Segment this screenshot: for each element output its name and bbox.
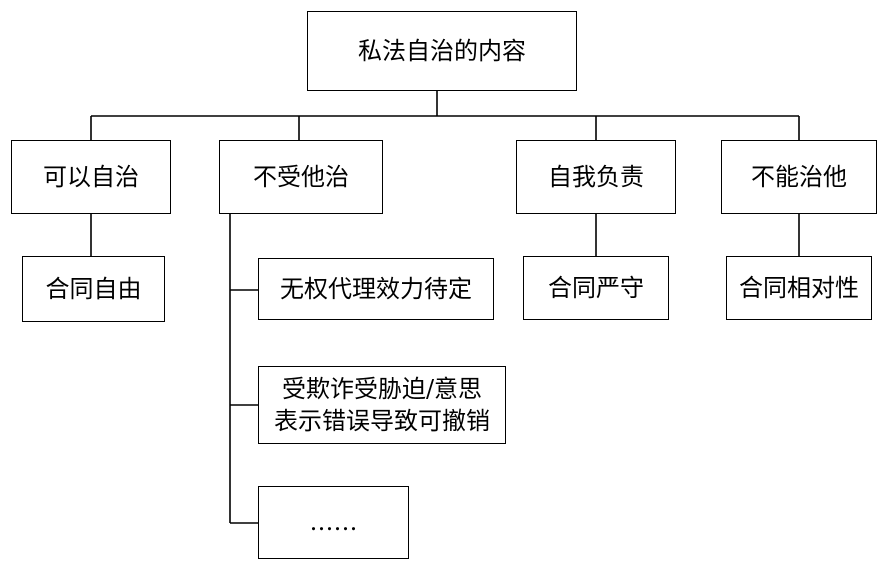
root-node: 私法自治的内容 — [307, 11, 577, 91]
child-label-ellipsis: …… — [309, 508, 358, 537]
branch-node-3: 自我负责 — [516, 140, 676, 214]
branch-label-3: 自我负责 — [548, 162, 644, 191]
child-node-privity: 合同相对性 — [726, 256, 872, 320]
branch-label-4: 不能治他 — [751, 162, 847, 191]
child-node-ellipsis: …… — [258, 486, 409, 559]
branch-node-2: 不受他治 — [219, 140, 383, 214]
child-label-contract-freedom: 合同自由 — [45, 274, 142, 303]
child-label-contract-binding: 合同严守 — [548, 273, 644, 302]
child-node-contract-binding: 合同严守 — [523, 256, 669, 320]
branch-label-1: 可以自治 — [43, 162, 139, 191]
branch-label-2: 不受他治 — [253, 162, 349, 191]
child-node-contract-freedom: 合同自由 — [22, 256, 165, 322]
child-label-revocable-line-1: 受欺诈受胁迫/意思 — [281, 374, 483, 403]
root-label: 私法自治的内容 — [358, 36, 526, 65]
child-label-privity: 合同相对性 — [739, 273, 859, 302]
child-label-revocable-line-2: 表示错误导致可撤销 — [274, 407, 490, 435]
child-label-unauthorized-agency: 无权代理效力待定 — [280, 274, 472, 303]
branch-node-4: 不能治他 — [721, 140, 877, 214]
child-node-revocable-acts: 受欺诈受胁迫/意思 表示错误导致可撤销 — [258, 366, 506, 444]
branch-node-1: 可以自治 — [11, 140, 171, 214]
child-node-unauthorized-agency: 无权代理效力待定 — [258, 258, 494, 320]
